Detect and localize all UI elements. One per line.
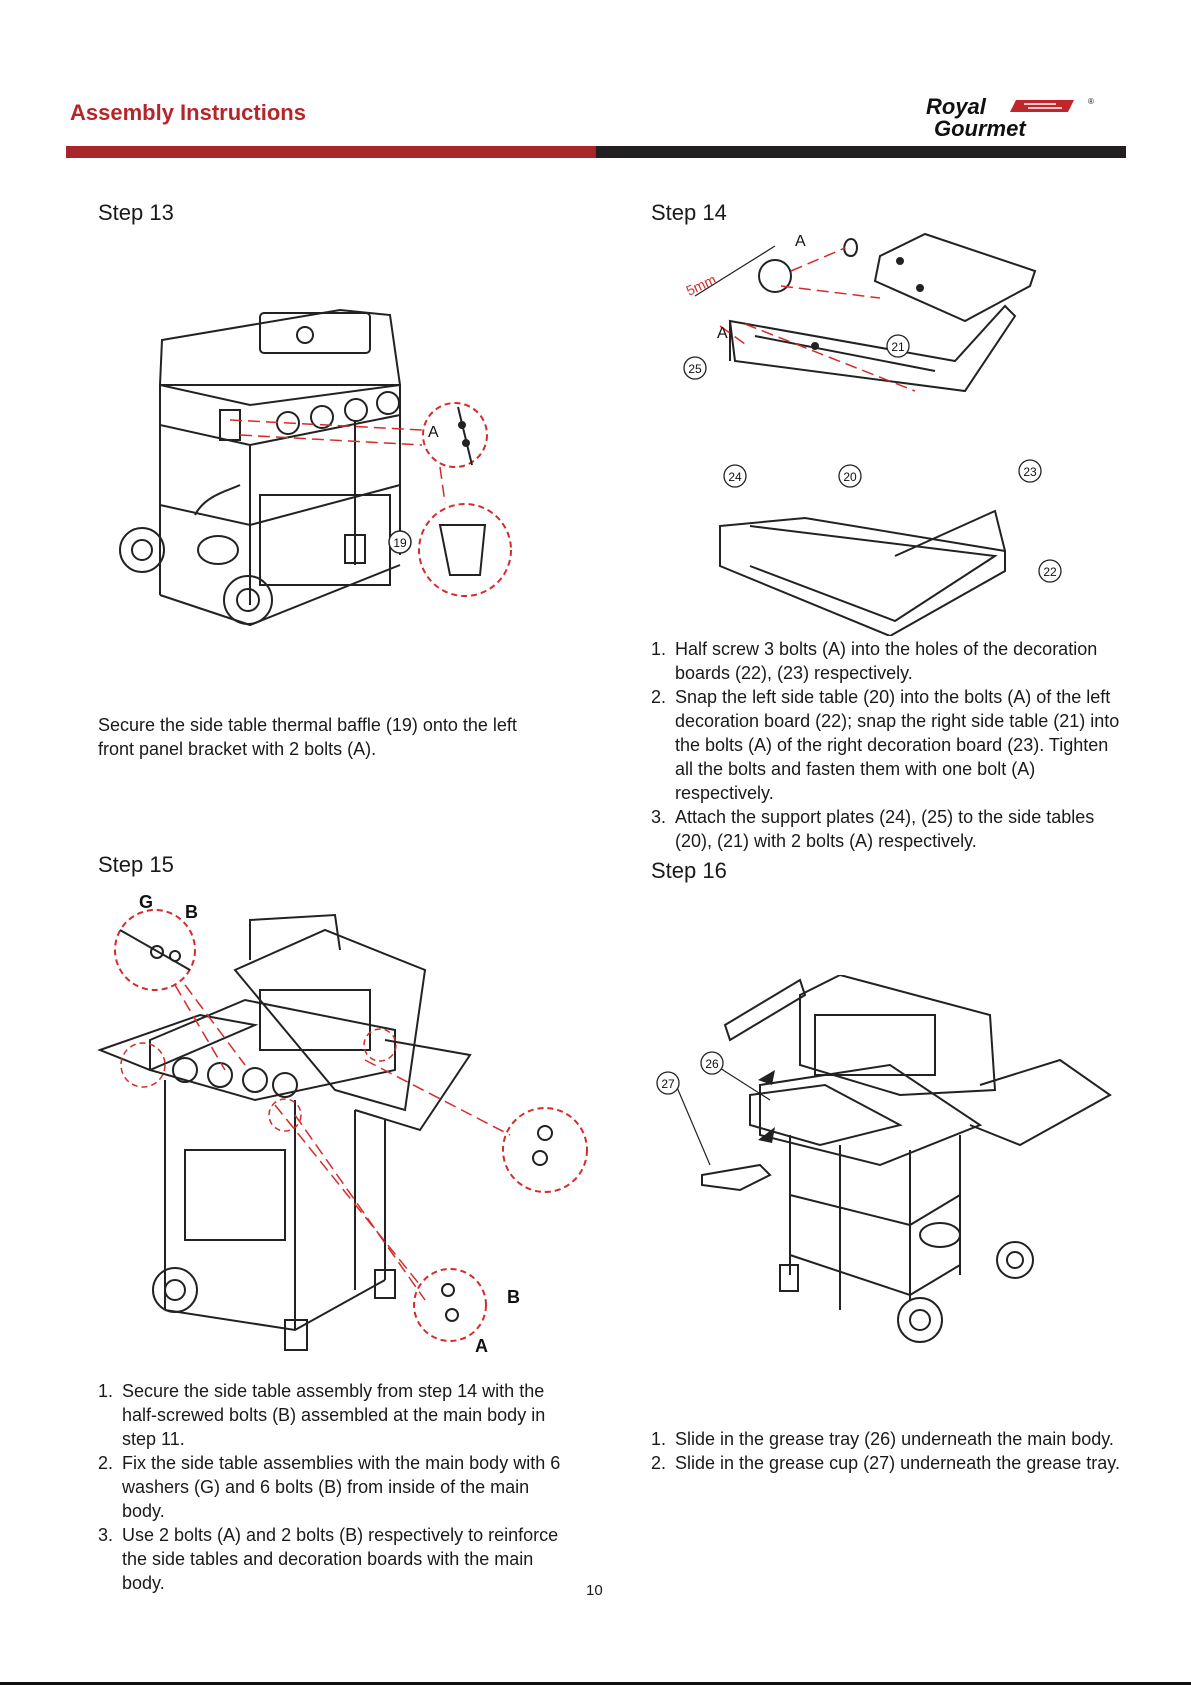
step-13-text: Secure the side table thermal baffle (19… (98, 715, 517, 759)
label-a-mid: A (717, 325, 728, 342)
step-14-illustration: 5mm A A 21 25 23 24 20 22 (683, 232, 1062, 636)
dimension-5mm: 5mm (684, 271, 719, 299)
callout-22-label: 22 (1043, 565, 1057, 579)
callout-27 (656, 1071, 680, 1095)
step-16-instructions: 1.Slide in the grease tray (26) undernea… (651, 1427, 1121, 1475)
label-b-top: B (185, 902, 198, 922)
list-item: 1.Secure the side table assembly from st… (98, 1381, 546, 1449)
step-13-title: Step 13 (98, 200, 174, 225)
page-title: Assembly Instructions (70, 100, 306, 125)
step-14-instructions: 1.Half screw 3 bolts (A) into the holes … (651, 637, 1121, 853)
label-a: A (428, 424, 439, 441)
callout-20 (838, 464, 862, 488)
registered-mark: ® (1088, 97, 1094, 106)
list-item: 2.Fix the side table assemblies with the… (98, 1453, 561, 1521)
callout-25 (683, 356, 707, 380)
callout-24-label: 24 (728, 470, 742, 484)
callout-19 (388, 530, 412, 554)
callout-20-label: 20 (843, 470, 857, 484)
flame-icon (1010, 100, 1074, 112)
callout-25-label: 25 (688, 362, 702, 376)
callout-23 (1018, 459, 1042, 483)
header-bar-red (66, 146, 596, 158)
step-15-illustration: G B B A (97, 892, 588, 1356)
callout-27-label: 27 (661, 1077, 675, 1091)
logo-line1: Royal (926, 94, 987, 119)
step-15-instructions: 1.Secure the side table assembly from st… (98, 1379, 568, 1595)
callout-22 (1038, 559, 1062, 583)
list-item: 1.Half screw 3 bolts (A) into the holes … (651, 639, 1098, 683)
step-16-illustration: 26 27 (656, 975, 1112, 1343)
footer-rule (0, 1682, 1191, 1685)
list-item: 3.Attach the support plates (24), (25) t… (651, 807, 1095, 851)
step-14-title: Step 14 (651, 200, 727, 225)
step-13-illustration: A 19 (119, 308, 512, 627)
callout-24 (723, 464, 747, 488)
callout-21-label: 21 (891, 340, 905, 354)
list-item: 2.Snap the left side table (20) into the… (651, 687, 1120, 803)
step-15-title: Step 15 (98, 852, 174, 877)
list-item: 3.Use 2 bolts (A) and 2 bolts (B) respec… (98, 1525, 559, 1593)
label-b-bottom: B (507, 1287, 520, 1307)
label-a-bottom: A (475, 1336, 488, 1356)
callout-26-label: 26 (705, 1057, 719, 1071)
step-16-title: Step 16 (651, 858, 727, 883)
page-number: 10 (586, 1582, 603, 1599)
header-bar-dark (596, 146, 1126, 158)
logo-line2: Gourmet (934, 116, 1027, 140)
brand-logo: Royal Gourmet ® (926, 94, 1094, 140)
callout-23-label: 23 (1023, 465, 1037, 479)
callout-19-label: 19 (393, 536, 407, 550)
list-item: 2.Slide in the grease cup (27) underneat… (651, 1453, 1120, 1473)
list-item: 1.Slide in the grease tray (26) undernea… (651, 1429, 1114, 1449)
callout-21 (886, 334, 910, 358)
callout-26 (700, 1051, 724, 1075)
label-a-top: A (795, 233, 806, 250)
label-g: G (139, 892, 153, 912)
